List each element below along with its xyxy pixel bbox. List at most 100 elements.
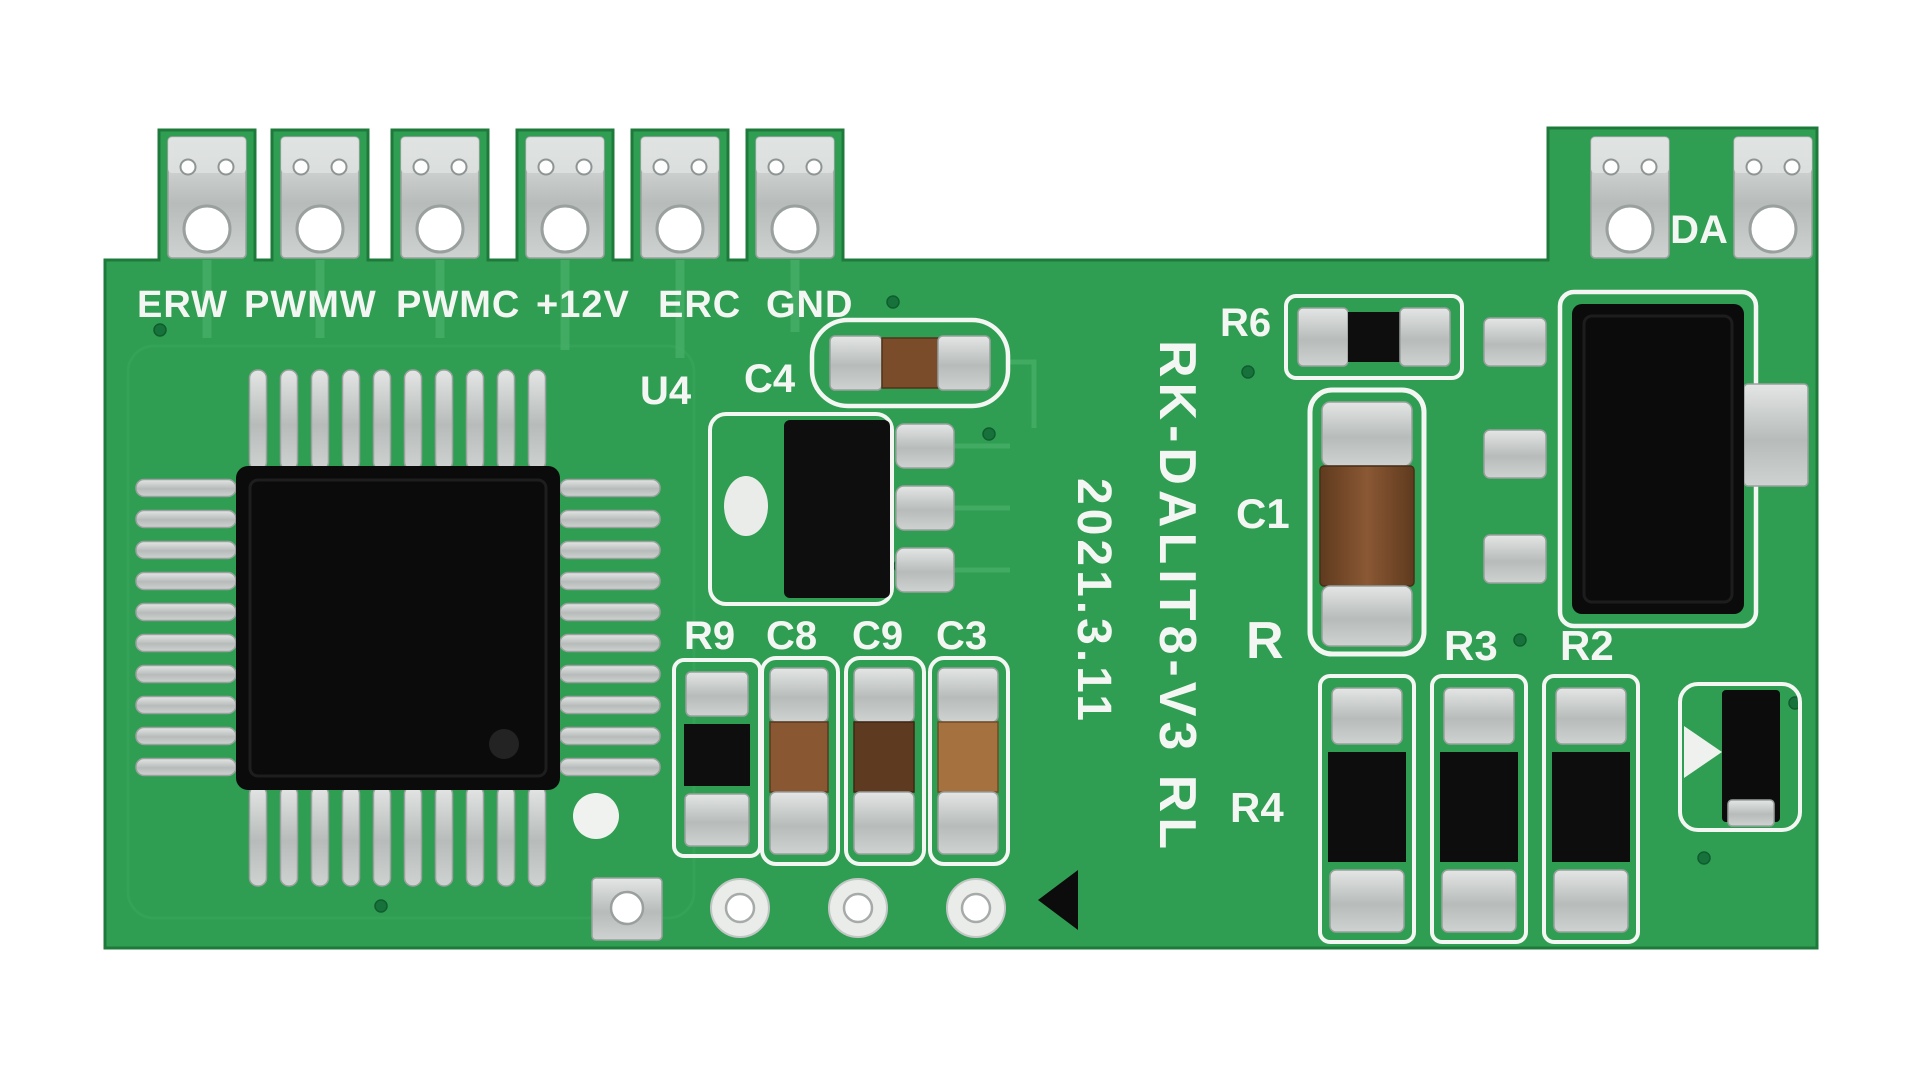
copper-pour-outline (126, 344, 696, 920)
qfp-pin (135, 695, 237, 715)
u4-pad (895, 423, 955, 469)
c1-terminal (1321, 401, 1413, 467)
qfp-pin (310, 369, 330, 471)
designator-r9: R9 (684, 614, 735, 658)
label-12v: +12V (536, 284, 630, 326)
qfp-pin (135, 757, 237, 777)
terminal-pad-erc (639, 135, 721, 260)
designator-r6: R6 (1220, 301, 1271, 345)
qfp-pin (403, 785, 423, 887)
qfp-pin (527, 785, 547, 887)
qfp-body-highlight (248, 478, 548, 778)
polarity-arrow (1684, 726, 1722, 778)
u4-pad (895, 547, 955, 593)
label-erc: ERC (658, 284, 741, 326)
via (1241, 365, 1255, 379)
r9-body (684, 724, 750, 786)
c4-body (881, 337, 939, 389)
qfp-pin (465, 785, 485, 887)
qfp-chip (135, 369, 661, 887)
via (1513, 633, 1527, 647)
r6-pad (1297, 307, 1349, 367)
qfp-pin (279, 369, 299, 471)
bottom-pads (591, 870, 1078, 941)
qfp-pin (248, 369, 268, 471)
trace (1008, 359, 1037, 428)
mounting-pad-hole (609, 890, 645, 926)
via (982, 427, 996, 441)
designator-c4: C4 (744, 357, 796, 401)
terminal-pad-erw (166, 135, 248, 260)
qfp-pin (135, 664, 237, 684)
c4-terminal (937, 335, 991, 391)
silkscreen-outline-c1 (1307, 387, 1427, 657)
silkscreen-outline-r4 (1318, 674, 1416, 944)
u4-pad (895, 485, 955, 531)
qfp-pin (135, 571, 237, 591)
r2-pad (1555, 687, 1627, 745)
c9-terminal (853, 791, 915, 855)
r2-body (1552, 752, 1630, 862)
component-c1: C1 (1236, 387, 1427, 657)
designator-r3: R3 (1444, 622, 1498, 669)
c8-terminal (769, 791, 829, 855)
terminal-pad-pwmc (399, 135, 481, 260)
u4-body (784, 420, 890, 598)
component-r6: R6 (1220, 294, 1464, 380)
via (374, 899, 388, 913)
r9-pad (684, 793, 750, 847)
designator-r2: R2 (1560, 622, 1614, 669)
terminal-pad-gnd (754, 135, 836, 260)
component-c4: C4 (744, 317, 1011, 409)
c8-terminal (769, 667, 829, 723)
mounting-hole (842, 892, 874, 924)
terminal-pad-pwmw (279, 135, 361, 260)
smd-pad (1727, 799, 1775, 827)
c3-terminal (937, 791, 999, 855)
silkscreen-outline-c4 (809, 317, 1011, 409)
qfp-pin (310, 785, 330, 887)
c1-terminal (1321, 585, 1413, 647)
c3-body (937, 721, 999, 793)
qfp-pin (434, 785, 454, 887)
silkscreen-date-text: 2021.3.11 (1067, 478, 1120, 725)
qfp-pin (341, 369, 361, 471)
r4-pad (1331, 687, 1403, 745)
mounting-hole (724, 892, 756, 924)
via (153, 323, 167, 337)
terminal-pad-12v (524, 135, 606, 260)
qfp-pin (434, 369, 454, 471)
silkscreen-outline-r6 (1284, 294, 1464, 380)
c9-body (853, 721, 915, 793)
r3-pad (1443, 687, 1515, 745)
r4-body (1328, 752, 1406, 862)
mounting-hole (960, 892, 992, 924)
silkscreen-outline-smd (1678, 682, 1802, 832)
silkscreen-outline-c9 (844, 656, 926, 866)
power-ic-tab (1743, 383, 1809, 487)
label-erw: ERW (137, 284, 228, 326)
r6-pad (1399, 307, 1451, 367)
designator-c9: C9 (852, 614, 903, 658)
triangle-marker (1038, 870, 1078, 930)
c8-body (769, 721, 829, 793)
qfp-pin (465, 369, 485, 471)
silkscreen-dot (573, 793, 619, 839)
component-power-ic (1557, 289, 1809, 629)
designator-c8: C8 (766, 614, 817, 658)
designator-c1: C1 (1236, 490, 1290, 537)
r2-pad (1553, 869, 1629, 933)
qfp-pin (135, 633, 237, 653)
qfp-pin (341, 785, 361, 887)
qfp-pin (559, 478, 661, 498)
qfp-pin (559, 726, 661, 746)
silkscreen-outline-r2 (1542, 674, 1640, 944)
designator-r: R (1246, 612, 1284, 670)
label-pwmc: PWMC (396, 284, 520, 326)
qfp-pin (559, 509, 661, 529)
silkscreen-outline-r3 (1430, 674, 1528, 944)
label-da: DA (1670, 208, 1728, 252)
designator-r4: R4 (1230, 784, 1284, 831)
qfp-pin (372, 785, 392, 887)
